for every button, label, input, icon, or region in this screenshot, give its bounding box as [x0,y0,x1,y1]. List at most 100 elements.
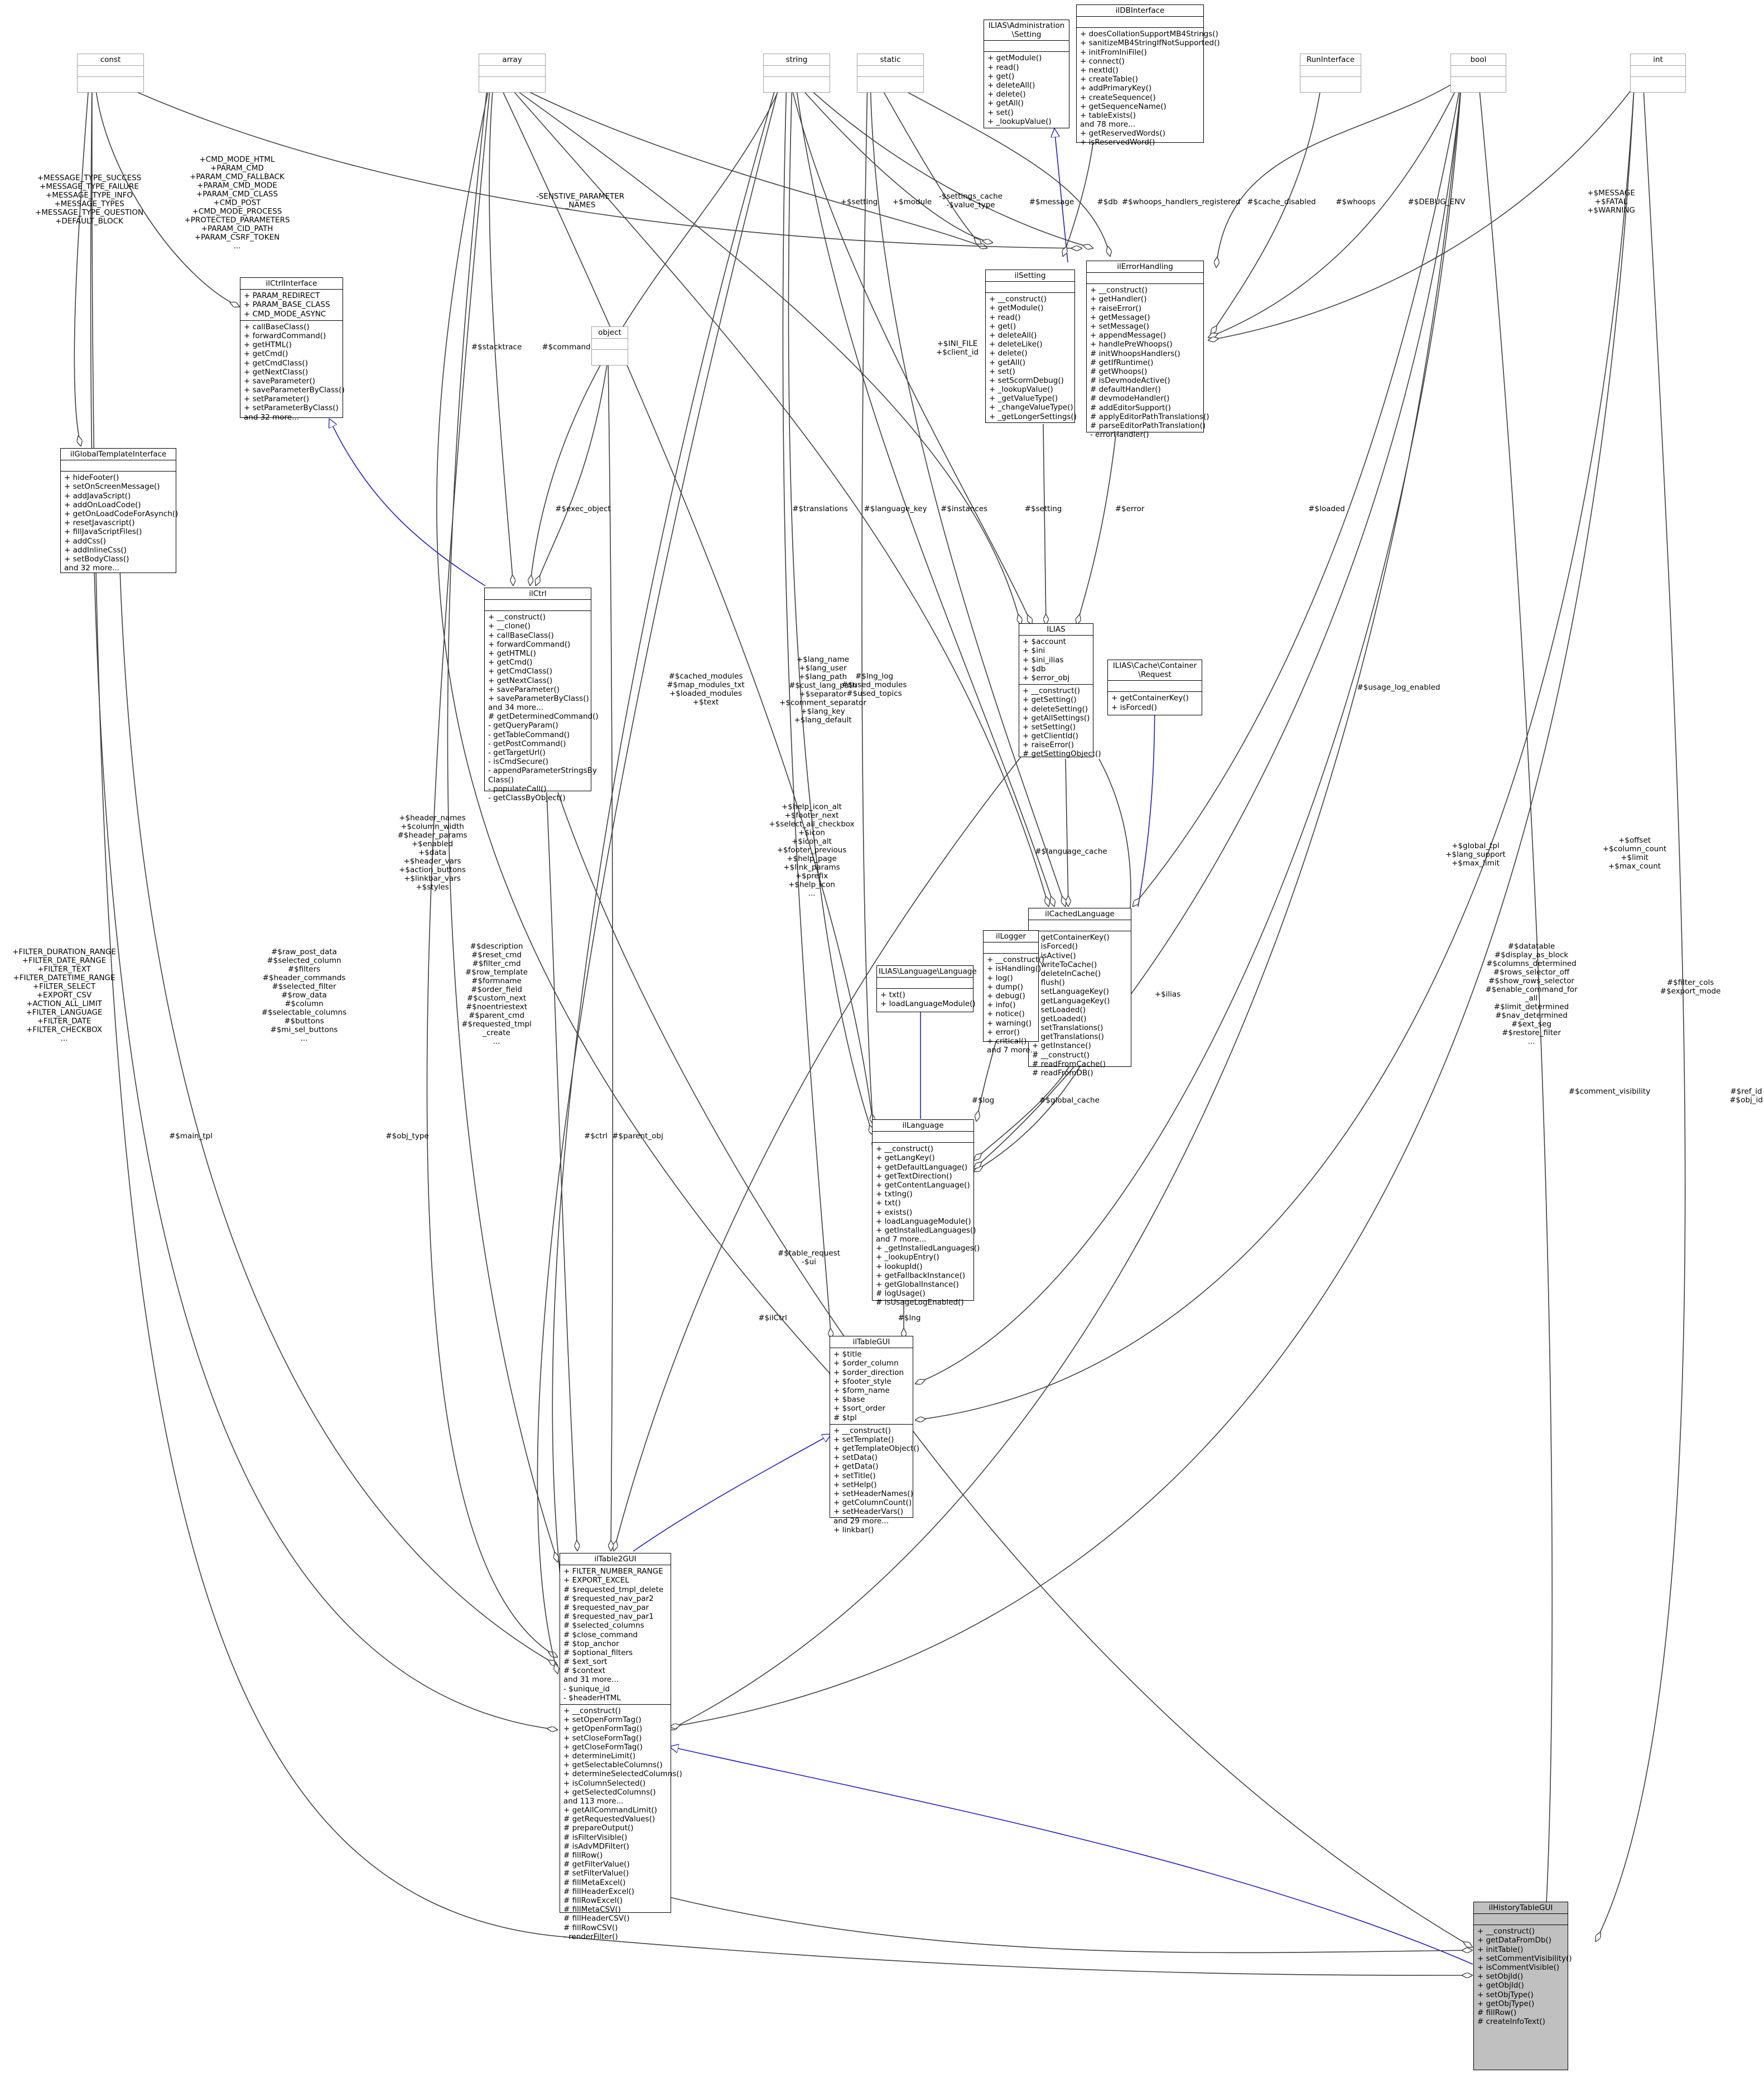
attributes-compartment [61,460,176,472]
attribute: # $selected_columns [563,1621,644,1630]
class-ilcachedlanguage[interactable]: ilCachedLanguage+ getContainerKey()+ isF… [1028,908,1131,1078]
class-iltablegui[interactable]: ilTableGUI+ $title+ $order_column+ $orde… [830,1336,919,1535]
class-ilctrl[interactable]: ilCtrl+ __construct()+ __clone()+ callBa… [484,588,599,802]
class-ilsetting[interactable]: ilSetting+ __construct()+ getModule()+ r… [985,270,1077,423]
operation: + addPrimaryKey() [1080,84,1152,93]
edge-label: #$language_key [864,504,927,513]
operation: - getPostCommand() [488,739,566,748]
operation: + txt() [876,1199,901,1208]
edge-string-iltablegui [782,78,831,1339]
class-array[interactable]: array [479,54,546,93]
operation: + isForced() [1032,942,1078,951]
operation: + setData() [833,1453,878,1463]
class-title: const [78,54,143,66]
operation: + getAll() [987,99,1024,108]
edge-runinterface-ilerrorhandling [1211,78,1323,335]
edge-label: #$db [1097,198,1117,206]
operation: + _getInstalledLanguages() [876,1244,980,1253]
attribute: + CMD_MODE_ASYNC [244,309,326,319]
operations-compartment: + doesCollationSupportMB4Strings()+ sani… [1077,28,1220,148]
class-string[interactable]: string [763,54,830,93]
operation: + getTextDirection() [876,1171,952,1181]
operation: + forwardCommand() [488,639,571,649]
edge-array-iltable2gui-2 [426,78,558,1657]
class-title: ilGlobalTemplateInterface [61,449,176,461]
attributes-compartment [1087,273,1203,285]
operation: + getSelectableColumns() [563,1761,663,1770]
edge-const-iltable2gui [90,78,558,1730]
operation: + getInstalledLanguages() [876,1225,976,1235]
operations-compartment: + getModule()+ read()+ get()+ deleteAll(… [984,52,1069,128]
edge-string-iltable2gui [537,78,782,1674]
operation: + setCommentVisibility() [1477,1954,1572,1963]
edge-label: #$ilCtrl [758,1314,787,1322]
class-ilerrorhandling[interactable]: ilErrorHandling+ __construct()+ getHandl… [1086,261,1209,439]
edge-ilerrorhandling-ilias [1077,435,1116,625]
class-int[interactable]: int [1630,54,1686,93]
operation: + raiseError() [1023,740,1074,750]
edge-label: #$comment_visibility [1569,1087,1650,1096]
class-ilglobaltemplate[interactable]: ilGlobalTemplateInterface+ hideFooter()+… [60,448,178,573]
edge-ilsetting-ilias [1043,424,1046,625]
class-static[interactable]: static [857,54,924,93]
operation: + callBaseClass() [488,631,554,640]
class-cache-request[interactable]: ILIAS\Cache\Container \Request+ getConta… [1107,660,1202,715]
class-ilhistorytablegui[interactable]: ilHistoryTableGUI+ __construct()+ getDat… [1473,1902,1572,2070]
operation: # prepareOutput() [563,1824,634,1833]
class-runinterface[interactable]: RunInterface [1300,54,1361,93]
edge-bool-ilcachedlanguage [1132,78,1462,907]
class-title: ILIAS\Administration \Setting [984,20,1069,41]
class-bool[interactable]: bool [1450,54,1506,93]
operation: + saveParameterByClass() [488,694,589,703]
operation: + setScormDebug() [989,376,1064,385]
operation: - isCmdSecure() [488,757,549,767]
attribute: + FILTER_NUMBER_RANGE [563,1567,663,1576]
class-illogger[interactable]: ilLogger+ __construct()+ isHandling()+ l… [983,930,1044,1055]
class-admin-setting[interactable]: ILIAS\Administration \Setting + getModule… [984,20,1069,128]
operation: + forwardCommand() [244,331,326,340]
class-illanguage[interactable]: ilLanguage + __construct()+ getLangKey()+… [872,1119,980,1307]
operation: # __construct() [1032,1050,1090,1060]
operation: + getModule() [987,54,1042,63]
operation: - getQueryParam() [488,721,558,730]
operation: + getData() [833,1462,879,1471]
operation: + get() [989,321,1016,331]
operation: - errorHandler() [1090,430,1149,440]
operation: + _getLongerSettings() [989,412,1077,421]
edge-array-ilias [499,78,1021,625]
attribute: # $requested_nav_par [563,1603,649,1612]
class-iltable2gui[interactable]: ilTable2GUI+ FILTER_NUMBER_RANGE+ EXPORT… [560,1553,682,1941]
class-object[interactable]: object [591,326,628,365]
class-ildbinterface[interactable]: ilDBInterface+ doesCollationSupportMB4St… [1076,4,1220,147]
operation: + isCommentVisible() [1477,1963,1560,1972]
attribute: # $top_anchor [563,1639,619,1648]
class-const[interactable]: const [77,54,144,93]
operation: # parseEditorPathTranslation() [1090,421,1206,430]
attribute: + $base [833,1395,865,1405]
class-ilias[interactable]: ILIAS+ $account+ $ini+ $ini_ilias+ $db+ … [1019,623,1101,758]
operation: # getRequestedValues() [563,1815,656,1824]
operation: + getContainerKey() [1111,694,1189,703]
operation: - appendParameterStringsBy [488,766,597,776]
operation: + _lookupEntry() [876,1253,939,1262]
attribute: + EXPORT_EXCEL [563,1576,629,1585]
operation: + lookupId() [876,1262,923,1271]
edge-label: #$cached_modules#$map_modules_txt+$loade… [667,672,745,707]
class-title: ilLanguage [873,1120,973,1132]
edge-illogger-illanguage [976,1032,999,1122]
operation: + __construct() [876,1144,934,1154]
operation: + getOpenFormTag() [563,1724,643,1734]
operation: + __clone() [488,622,531,631]
operation: + getTranslations() [1032,1032,1104,1042]
edge-label: #$raw_post_data#$selected_column#$filter… [262,947,346,1043]
class-ilctrlinterface[interactable]: ilCtrlInterface+ PARAM_REDIRECT+ PARAM_B… [240,277,345,422]
operation: + getAll() [989,358,1026,367]
operations-compartment: + __construct()+ getLangKey()+ getDefaul… [873,1143,980,1309]
operations-compartment [592,350,628,360]
class-langlang[interactable]: ILIAS\Language\Language+ txt()+ loadLang… [876,965,977,1012]
edge-ilhistorytablegui-iltable2gui [669,1747,1473,1965]
operation: + setTitle() [833,1471,876,1480]
operation: # isDevmodeActive() [1090,376,1170,386]
edge-object-ilctrl [536,357,609,586]
operation: + setLanguageKey() [1032,987,1109,997]
